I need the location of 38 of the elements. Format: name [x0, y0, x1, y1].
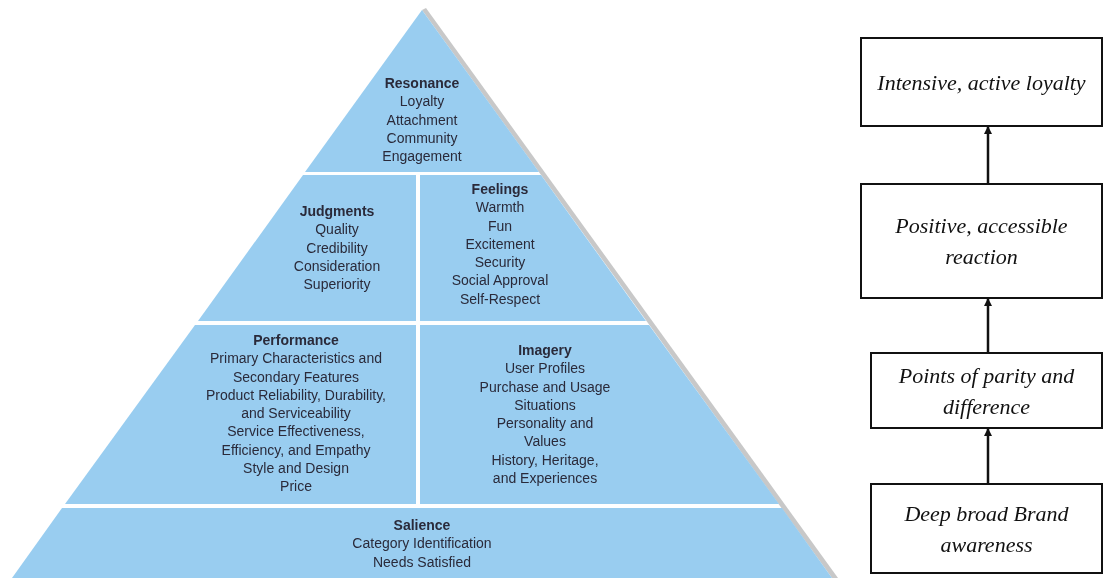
section-item: Consideration — [293, 256, 381, 276]
section-heading: Salience — [393, 516, 451, 535]
section-item: Primary Characteristics and Secondary Features — [209, 349, 383, 386]
section-item: Style and Design — [243, 459, 349, 478]
arrow — [984, 126, 992, 183]
section-item: Price — [280, 477, 312, 496]
stage-box: Deep broad Brand awareness — [870, 483, 1103, 574]
arrow — [984, 298, 992, 352]
section-item: History, Heritage, and Experiences — [490, 450, 600, 488]
stage-box: Positive, accessible reaction — [860, 183, 1103, 299]
section-heading: Resonance — [384, 74, 460, 93]
arrow — [984, 428, 992, 483]
section-item: Self-Respect — [459, 289, 541, 309]
section-item: Product Reliability, Durability, and Serviceability — [205, 385, 387, 423]
section-item: Engagement — [382, 147, 462, 166]
section-item: Loyalty — [399, 92, 445, 111]
stage-box: Intensive, active loyalty — [860, 37, 1103, 127]
stage-box: Points of parity and difference — [870, 352, 1103, 429]
section-item: Personality and Values — [495, 414, 595, 451]
section-item: Service Effectiveness, Efficiency, and Empathy — [220, 422, 372, 460]
section-item: Community — [386, 128, 458, 148]
section-item: Security — [474, 253, 526, 272]
section-item: Warmth — [475, 198, 525, 217]
section-item: Purchase and Usage Situations — [479, 377, 611, 415]
section-item: Attachment — [386, 110, 458, 129]
section-heading: Feelings — [471, 180, 529, 199]
section-item: Quality — [315, 220, 359, 239]
section-heading: Imagery — [518, 341, 572, 360]
section-heading: Judgments — [299, 202, 375, 221]
section-item: Social Approval — [451, 271, 549, 290]
section-heading: Performance — [253, 331, 339, 350]
section-item: User Profiles — [504, 359, 586, 378]
section-item: Excitement — [465, 234, 535, 254]
section-item: Needs Satisfied — [372, 552, 472, 571]
section-item: Category Identification — [352, 534, 492, 553]
section-item: Fun — [487, 216, 513, 235]
section-item: Credibility — [306, 238, 368, 257]
section-item: Superiority — [303, 275, 371, 294]
